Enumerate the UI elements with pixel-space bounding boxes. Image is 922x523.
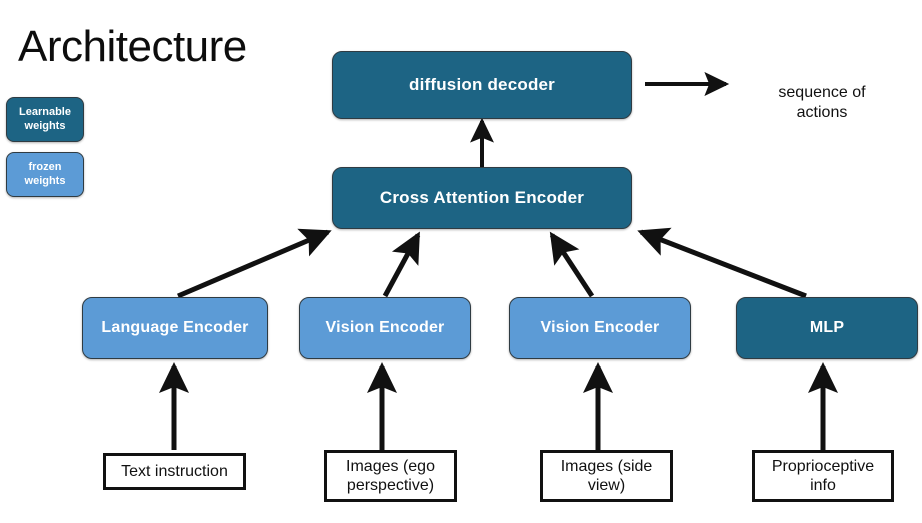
input-images-side[interactable]: Images (side view) [540,450,673,502]
input-images-ego-label: Images (ego perspective) [346,457,435,494]
output-label-line1: sequence of actions [778,84,866,121]
arrow-vision-side-to-encoder [549,231,595,298]
block-vision-encoder-side[interactable]: Vision Encoder [509,297,691,359]
block-cross-attention-encoder-label: Cross Attention Encoder [379,188,585,207]
block-mlp-label: MLP [809,319,845,336]
input-text-instruction[interactable]: Text instruction [103,453,246,490]
block-language-encoder-label: Language Encoder [101,319,249,336]
block-diffusion-decoder[interactable]: diffusion decoder [332,51,632,119]
block-language-encoder[interactable]: Language Encoder [82,297,268,359]
block-diffusion-decoder-label: diffusion decoder [408,75,556,94]
arrow-mlp-to-encoder [637,227,807,299]
input-text-instruction-label: Text instruction [121,462,228,480]
input-proprioceptive-info[interactable]: Proprioceptive info [752,450,894,502]
input-images-ego[interactable]: Images (ego perspective) [324,450,457,502]
input-images-side-label: Images (side view) [560,457,653,494]
output-sequence-of-actions: sequence of actions [736,63,908,123]
arrow-vision-ego-to-encoder [382,231,421,298]
block-mlp[interactable]: MLP [736,297,918,359]
page-title: Architecture [18,22,247,71]
input-proprioceptive-info-label: Proprioceptive info [771,457,875,494]
block-vision-encoder-ego[interactable]: Vision Encoder [299,297,471,359]
arrow-language-encoder-to-encoder [177,228,332,299]
block-vision-encoder-ego-label: Vision Encoder [325,319,445,336]
block-vision-encoder-side-label: Vision Encoder [540,319,660,336]
block-cross-attention-encoder[interactable]: Cross Attention Encoder [332,167,632,229]
